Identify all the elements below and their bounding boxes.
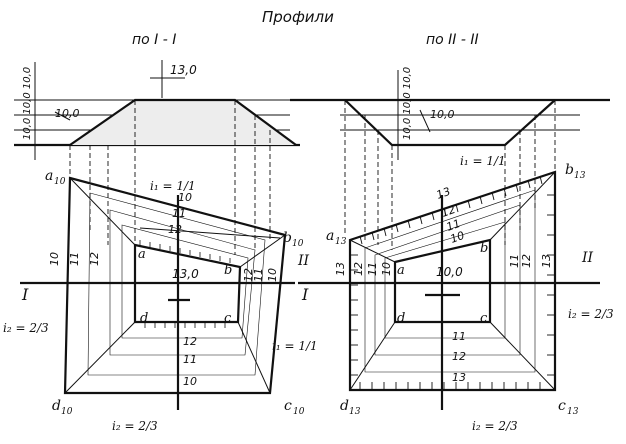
- svg-text:10: 10: [266, 268, 279, 282]
- svg-text:12: 12: [242, 268, 255, 282]
- svg-text:10: 10: [178, 191, 192, 204]
- elevation-10-right: 10,0: [430, 108, 455, 121]
- embankment-outline: [69, 98, 297, 146]
- svg-text:11: 11: [508, 254, 521, 268]
- svg-text:10: 10: [293, 407, 305, 417]
- leader-10-left: [54, 111, 71, 121]
- vertical-marks-right: 10,0 10,0 10,0: [402, 67, 413, 140]
- profile-label-2: по II - II: [426, 32, 479, 48]
- hatch-bottom-left: [144, 322, 226, 328]
- corner-b13: b: [565, 162, 574, 178]
- svg-text:12: 12: [168, 223, 182, 236]
- svg-text:13: 13: [574, 171, 586, 181]
- svg-text:10: 10: [292, 239, 304, 249]
- corner-c10: c: [284, 398, 292, 414]
- svg-text:11: 11: [252, 268, 265, 282]
- elevation-13-top: 13,0: [170, 63, 197, 77]
- svg-text:12: 12: [183, 335, 197, 348]
- slope-i2-right: i₂ = 2/3: [568, 307, 614, 321]
- hatch-right-top: [359, 175, 543, 245]
- embankment-fill: [70, 100, 296, 145]
- elevation-10-left: 10,0: [55, 107, 80, 120]
- inner-b-right: b: [480, 241, 488, 256]
- section-mark-I-mid: I: [301, 285, 309, 304]
- svg-text:12: 12: [452, 350, 466, 363]
- inner-a-left: a: [138, 247, 146, 262]
- svg-text:10: 10: [380, 262, 393, 276]
- profile-label-1: по I - I: [132, 32, 176, 48]
- svg-text:13: 13: [349, 407, 361, 417]
- inner-c-left: c: [224, 311, 232, 326]
- svg-text:13: 13: [567, 407, 579, 417]
- slope-i1-left-top: i₁ = 1/1: [150, 179, 196, 193]
- svg-text:13: 13: [540, 254, 553, 268]
- svg-text:13: 13: [452, 371, 466, 384]
- slope-i2-bottom-right: i₂ = 2/3: [472, 419, 518, 433]
- corner-a10: a: [45, 168, 53, 184]
- inner-a-right: a: [397, 263, 405, 278]
- profile-embankment: 10,0 10,0 10,0 10,0 13,0: [14, 60, 300, 160]
- inner-d-right: d: [397, 311, 405, 326]
- svg-text:11: 11: [445, 217, 463, 234]
- svg-text:13: 13: [335, 237, 347, 247]
- inner-d-left: d: [140, 311, 148, 326]
- hatch-right-sides: [350, 194, 555, 376]
- svg-text:12: 12: [440, 203, 458, 220]
- corner-b10: b: [283, 230, 292, 246]
- corner-a13: a: [326, 228, 334, 244]
- title-profiles: Профили: [262, 8, 334, 26]
- slope-i1-side: i₁ = 1/1: [272, 339, 318, 353]
- svg-text:10: 10: [183, 375, 197, 388]
- svg-text:10: 10: [449, 229, 467, 246]
- corner-d13: d: [340, 398, 349, 414]
- svg-text:11: 11: [366, 262, 379, 276]
- leader-10-right: [419, 109, 431, 133]
- elevation-13-pit: 13,0: [172, 267, 199, 281]
- inner-b-left: b: [224, 263, 232, 278]
- svg-text:12: 12: [352, 262, 365, 276]
- svg-text:11: 11: [68, 252, 81, 266]
- hatch-right-bottom: [359, 382, 541, 390]
- excavation-outline: [344, 99, 556, 147]
- slope-i2-bottom-left: i₂ = 2/3: [112, 419, 158, 433]
- inner-c-right: c: [480, 311, 488, 326]
- svg-text:10: 10: [61, 407, 73, 417]
- plan-embankment: 13,0 a 10 b 10 c 10 d 10 a b c d i₁ = 1/…: [3, 168, 318, 433]
- corner-d10: d: [52, 398, 61, 414]
- vertical-marks-left: 10,0 10,0 10,0: [22, 67, 33, 140]
- slope-i1-right-top: i₁ = 1/1: [460, 154, 506, 168]
- svg-text:10: 10: [48, 252, 61, 266]
- svg-text:12: 12: [520, 254, 533, 268]
- profile-excavation: 10,0 10,0 10,0 10,0: [290, 67, 610, 160]
- elevation-10-pit: 10,0: [436, 265, 463, 279]
- svg-text:12: 12: [88, 252, 101, 266]
- svg-text:11: 11: [183, 353, 197, 366]
- plan-excavation: 10,0 a 13 b 13 c 13 d 13 a b c d i₁ = 1/…: [298, 154, 614, 433]
- svg-text:11: 11: [172, 207, 186, 220]
- svg-text:13: 13: [435, 185, 453, 202]
- hatch-top-left: [139, 240, 231, 263]
- corner-c13: c: [558, 398, 566, 414]
- svg-text:10: 10: [54, 177, 66, 187]
- section-mark-II-right: II: [581, 250, 594, 266]
- section-mark-II-mid: II: [297, 253, 310, 269]
- section-mark-I-left: I: [21, 285, 29, 304]
- slope-i2-left: i₂ = 2/3: [3, 321, 49, 335]
- svg-text:11: 11: [452, 330, 466, 343]
- svg-text:13: 13: [334, 262, 347, 276]
